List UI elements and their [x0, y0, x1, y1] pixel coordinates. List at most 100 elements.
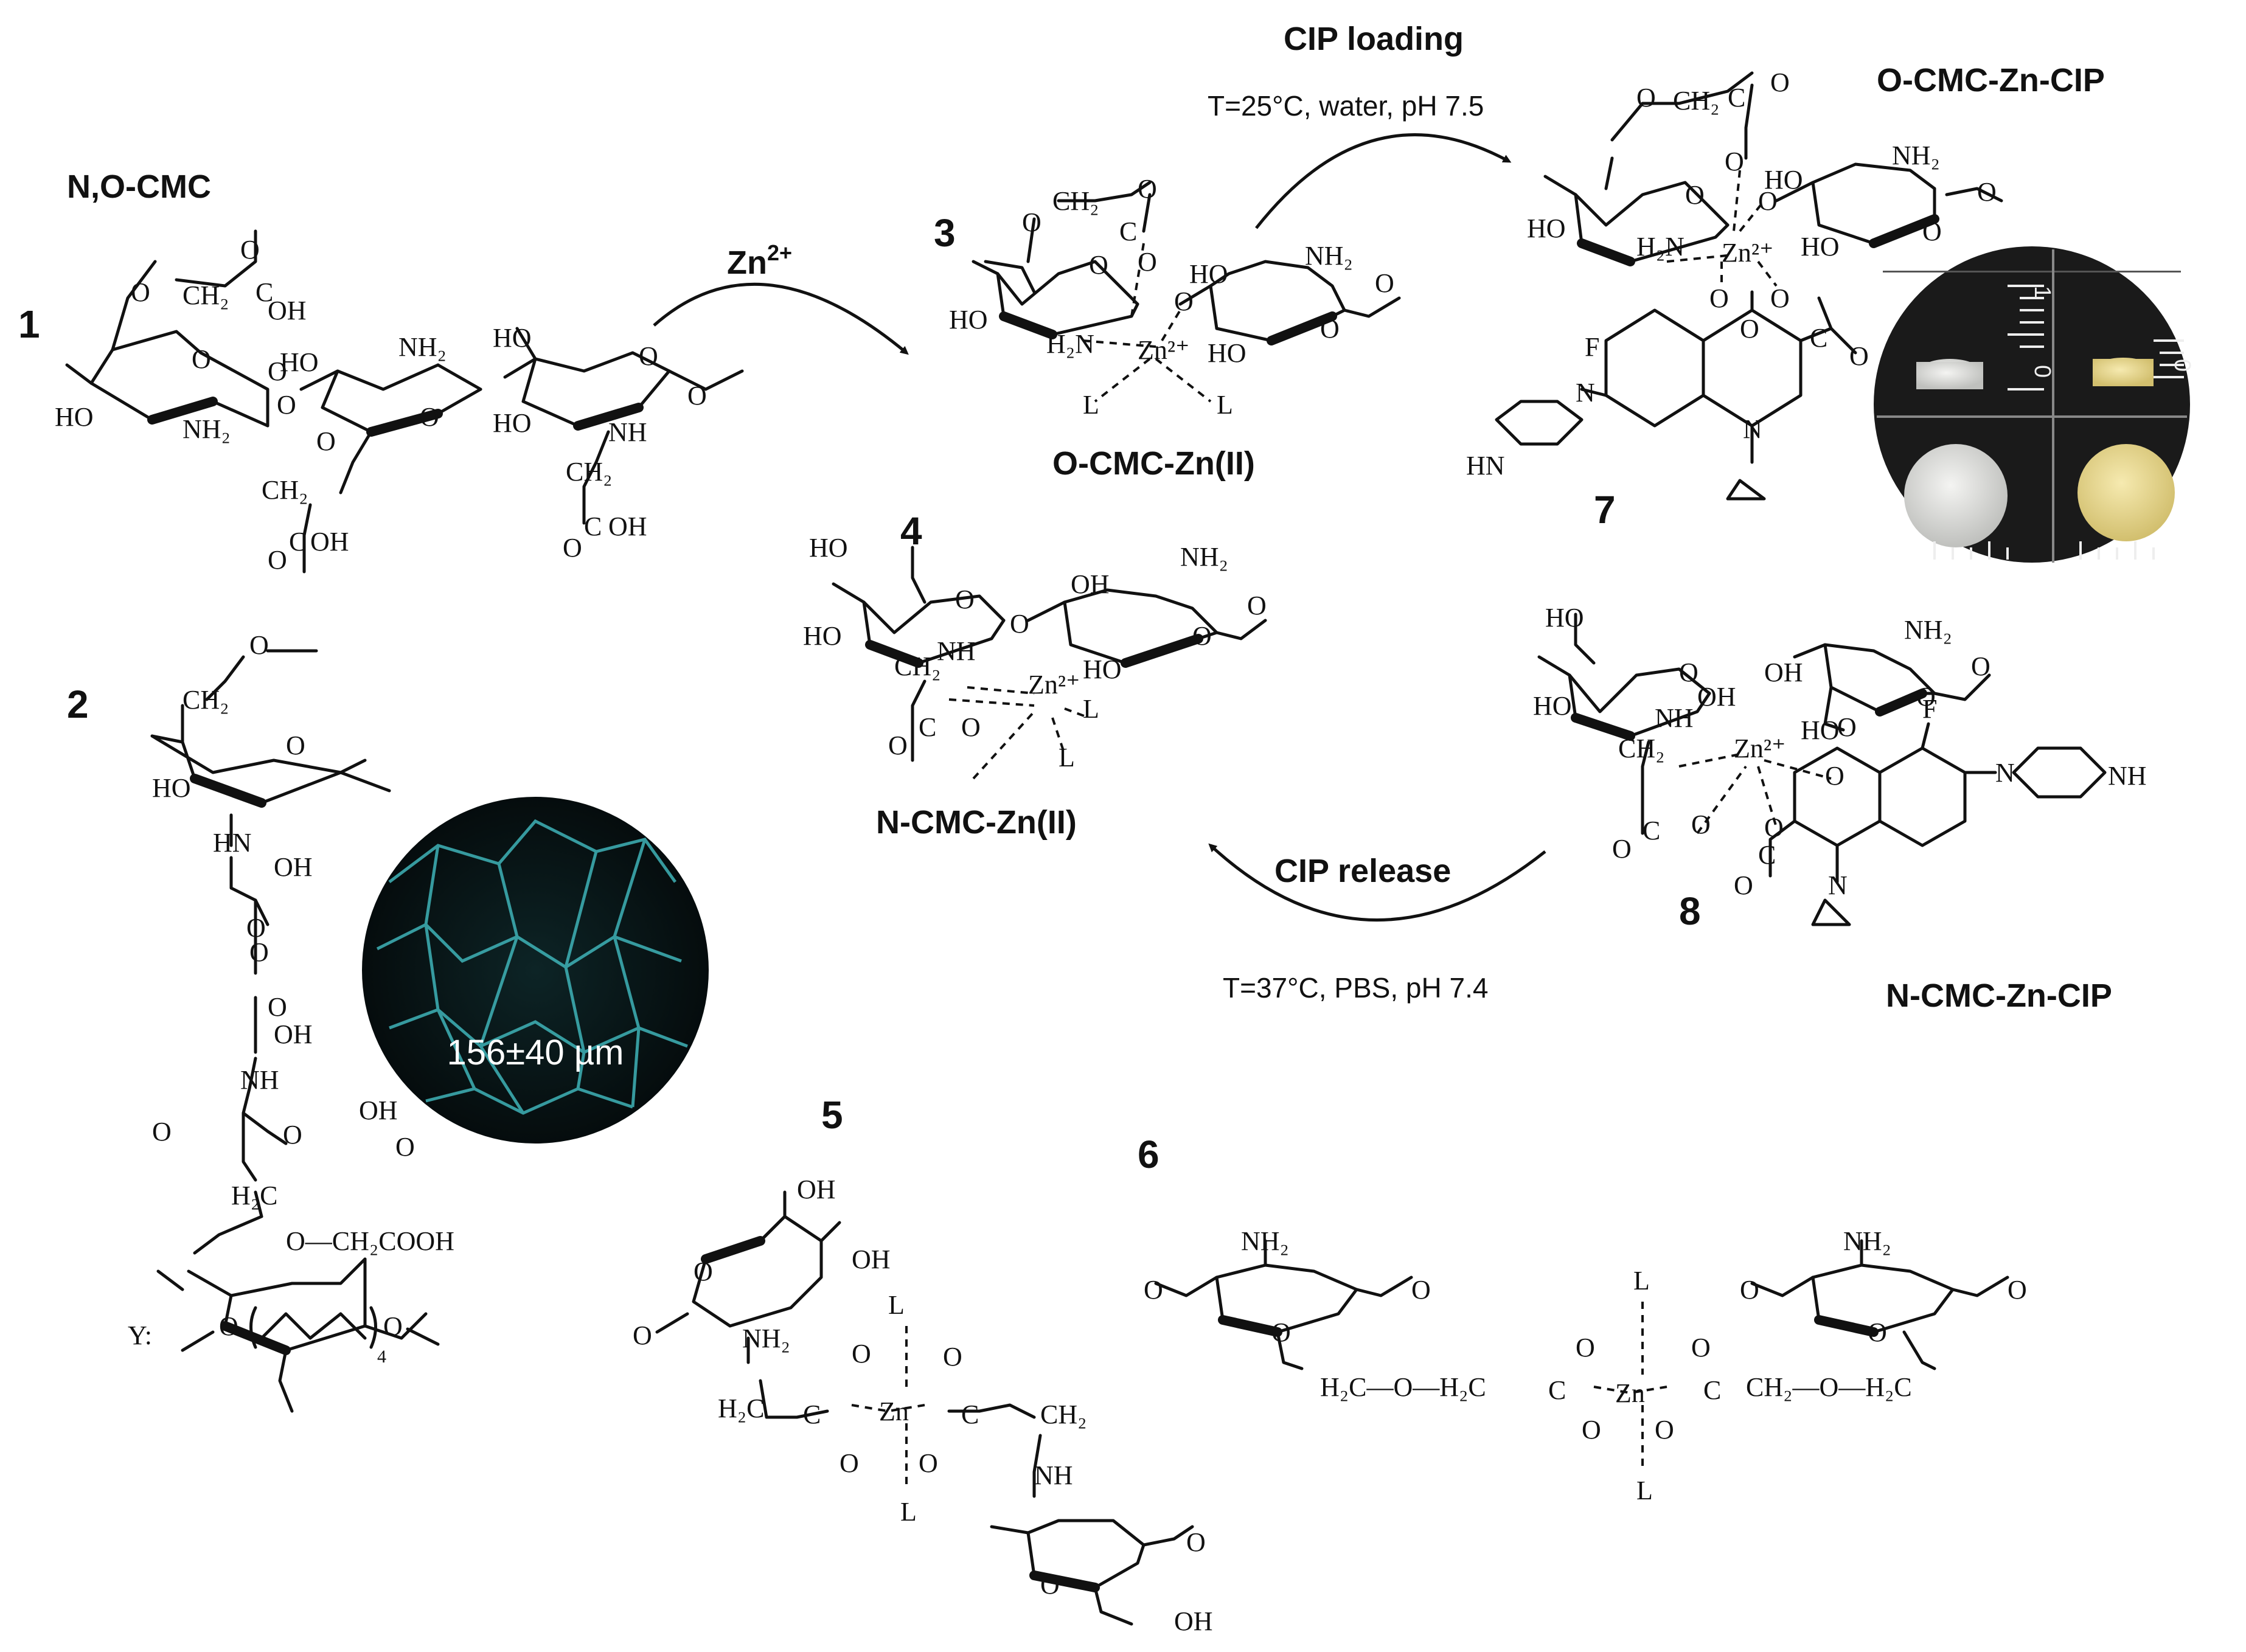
ring-c-chain [582, 430, 610, 525]
c3-chain-1 [984, 260, 1036, 294]
atom-ho: HO [1545, 603, 1584, 633]
atom-o: O [1691, 810, 1711, 839]
c8-ome [1933, 673, 1991, 701]
atom-glyc-o: O [1010, 609, 1029, 639]
c2-ring-top [150, 704, 367, 774]
ring-b-top [299, 363, 440, 391]
compound-6: 6 NH₂ O O O H₂C—O—H₂C C O O L Zn L C O O… [1138, 1133, 2027, 1505]
atom-oh: OH [274, 1019, 313, 1049]
atom-o: O [268, 356, 287, 386]
ring-a-methyl [65, 363, 93, 385]
c5-ring2-c6 [1093, 1586, 1133, 1626]
c7-quin-cooh [1799, 327, 1857, 355]
c2-top-chain [205, 655, 245, 701]
c6-ring1-c6 [1276, 1330, 1304, 1370]
atom-ring-o: O [1320, 314, 1340, 344]
c4-c6 [911, 546, 927, 604]
ring-b-c6 [339, 430, 373, 495]
atom-o: O [1977, 177, 1997, 207]
compound-1-name: N,O-CMC [67, 168, 211, 205]
atom-l: L [1083, 694, 1099, 724]
atom-oh: OH [852, 1244, 891, 1274]
atom-ring-o: O [1040, 1570, 1060, 1600]
atom-o: O [1849, 341, 1869, 371]
loading-conditions: T=25°C, water, pH 7.5 [1208, 90, 1484, 122]
atom-c: C [1728, 83, 1745, 113]
atom-oh: OH [268, 296, 307, 325]
atom-ho: HO [493, 408, 532, 438]
c7-chain-1 [1610, 71, 1754, 142]
c4-ring-top [832, 582, 1006, 634]
c4-ring2-top [1026, 588, 1219, 634]
atom-ring-o: O [283, 1120, 302, 1150]
c7-quin-ring1 [1604, 308, 1705, 428]
atom-c: C [256, 277, 273, 307]
c5-ring2-top [990, 1519, 1146, 1547]
atom-ring-o: O [1192, 621, 1212, 651]
c8-coord-1 [1678, 753, 1740, 768]
pellet-yellow-top [2077, 444, 2175, 541]
c5-ring-wedge [701, 1236, 765, 1264]
c2-ome-1 [339, 771, 391, 793]
c4-coord-5 [1051, 717, 1066, 755]
atom-ch2: CH₂ [1052, 186, 1099, 216]
atom-o: O [1636, 83, 1656, 113]
atom-oh: OH [310, 527, 349, 557]
atom-o: O [687, 381, 707, 411]
atom-o: O [961, 712, 981, 742]
atom-ho: HO [1527, 213, 1566, 243]
atom-c: C [1810, 323, 1827, 353]
atom-o: O [1144, 1275, 1163, 1305]
atom-o: O [943, 1342, 962, 1372]
c5-ring2-wedge [1029, 1570, 1100, 1592]
atom-f: F [1585, 332, 1599, 362]
atom-ho: HO [493, 323, 532, 353]
c8-piperazine [2012, 746, 2107, 799]
atom-ring-o: O [955, 585, 975, 614]
c3-chain-3 [1026, 217, 1036, 263]
atom-o: O [1655, 1415, 1674, 1445]
release-arrow-line [1208, 843, 1546, 921]
atom-oh: OH [1174, 1606, 1213, 1636]
atom-l: L [1636, 1476, 1653, 1505]
c3-chain-2 [1057, 181, 1152, 203]
compound-4: 4 N-CMC-Zn(II) HO HO O O OH NH₂ O O HO N… [803, 509, 1267, 841]
atom-ring-o: O [1685, 180, 1705, 210]
atom-ch2: CH₂ [1040, 1400, 1086, 1429]
c2-ring2-wedge [220, 1321, 291, 1355]
ruler-mark: 1 [2029, 286, 2055, 299]
atom-nh2: NH₂ [1892, 141, 1940, 170]
atom-ch2-o-h2c: CH₂—O—H₂C [1746, 1372, 1912, 1402]
c6-ring1-top [1154, 1263, 1358, 1297]
compound-3-number: 3 [934, 211, 956, 255]
compound-6-number: 6 [1138, 1133, 1160, 1176]
c4-coord-1 [967, 686, 1035, 695]
atom-o: O [852, 1339, 871, 1369]
atom-o: O [1411, 1275, 1431, 1305]
atom-zn: Zn²⁺ [1734, 734, 1785, 763]
release-conditions: T=37°C, PBS, pH 7.4 [1223, 972, 1488, 1004]
atom-o: O [249, 937, 269, 967]
atom-o: O [1247, 591, 1267, 620]
atom-ho: HO [1083, 654, 1122, 684]
atom-nh: NH [1034, 1460, 1073, 1490]
compound-4-number: 4 [900, 509, 922, 553]
atom-nh2: NH₂ [1180, 542, 1228, 572]
zn-arrow: Zn2+ [653, 240, 909, 355]
atom-o: O [2008, 1275, 2027, 1305]
atom-c: C [584, 512, 602, 541]
atom-hn: HN [213, 828, 252, 858]
atom-f: F [1922, 694, 1937, 724]
c8-quin-ring2 [1793, 746, 1882, 847]
c7-piperazine [1495, 400, 1584, 446]
atom-zn: Zn [1615, 1378, 1645, 1408]
atom-ho: HO [280, 347, 319, 377]
c5-chain [759, 1379, 829, 1419]
atom-ho: HO [55, 402, 94, 432]
c7-ome [1945, 187, 2003, 203]
atom-oh: OH [1071, 569, 1110, 599]
sample-photos: 1 0 0 [1874, 246, 2195, 563]
c3-ring-wedge [999, 311, 1057, 339]
c7-chain-2 [1744, 83, 1754, 160]
